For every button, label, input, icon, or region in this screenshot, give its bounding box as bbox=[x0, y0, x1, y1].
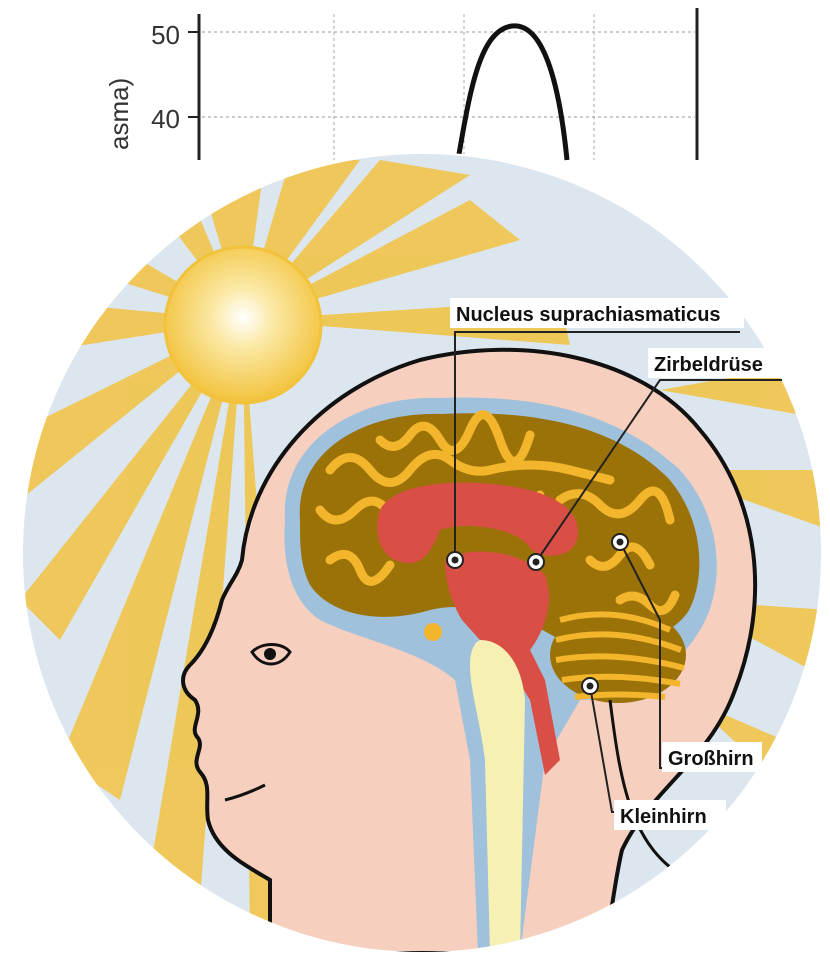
marker-cerebellum bbox=[582, 678, 598, 694]
label-grosshirn: Großhirn bbox=[668, 748, 754, 770]
pituitary bbox=[424, 623, 442, 641]
marker-pineal bbox=[528, 554, 544, 570]
illustration-circle bbox=[20, 153, 830, 953]
curve-peak bbox=[458, 26, 567, 160]
tick-label-50: 50 bbox=[151, 20, 180, 50]
marker-cerebrum bbox=[612, 534, 628, 550]
tick-label-40: 40 bbox=[151, 104, 180, 134]
label-kleinhirn: Kleinhirn bbox=[620, 806, 707, 828]
y-axis-label-fragment: asma) bbox=[104, 78, 134, 150]
pupil bbox=[264, 648, 276, 660]
marker-scn bbox=[447, 552, 463, 568]
sun bbox=[165, 247, 321, 403]
label-nucleus-suprachiasmaticus: Nucleus suprachiasmaticus bbox=[456, 304, 721, 326]
label-zirbeldruese: Zirbeldrüse bbox=[654, 354, 763, 376]
chart-fragment: 50 40 asma) bbox=[104, 8, 697, 160]
